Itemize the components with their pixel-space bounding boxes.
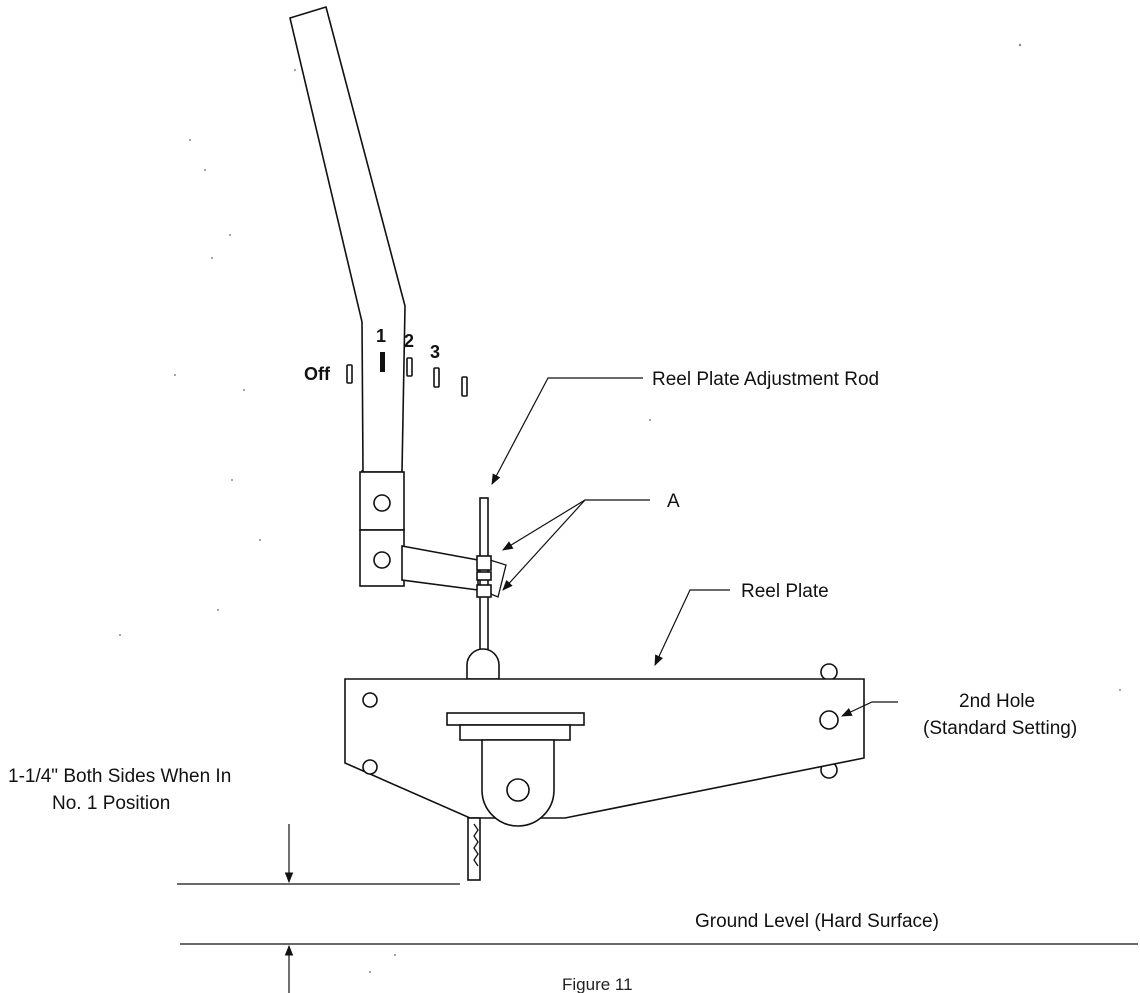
label-clearance-line2: No. 1 Position — [52, 793, 170, 814]
position-label-off: Off — [304, 364, 331, 384]
label-point-a: A — [667, 491, 680, 512]
label-hole-line2: (Standard Setting) — [923, 718, 1077, 739]
scan-noise — [119, 43, 1121, 973]
label-reel-plate: Reel Plate — [741, 581, 829, 602]
plate-hole-second — [819, 710, 839, 730]
position-notches — [346, 352, 468, 397]
roller-bracket — [446, 712, 585, 827]
adjustment-rod — [476, 497, 492, 695]
ground-level: Ground Level (Hard Surface) — [180, 911, 1138, 945]
lever-pivot-hole-lower — [373, 551, 391, 569]
label-clearance-line1: 1-1/4" Both Sides When In — [8, 766, 231, 787]
label-ground-level: Ground Level (Hard Surface) — [695, 911, 939, 932]
callout-reel-plate: Reel Plate — [654, 581, 829, 666]
position-label-1: 1 — [376, 326, 386, 346]
lever-pivot-hole-upper — [373, 494, 391, 512]
label-hole-line1: 2nd Hole — [959, 691, 1035, 712]
rod-jam-nut-bottom — [476, 584, 492, 598]
plate-hole-top-left — [362, 692, 378, 708]
position-label-2: 2 — [404, 331, 414, 351]
callout-a: A — [502, 491, 680, 591]
clearance-dimension: 1-1/4" Both Sides When In No. 1 Position — [8, 766, 460, 993]
reel-plate — [344, 648, 865, 819]
rod-jam-nut-upper — [476, 555, 492, 571]
control-lever — [289, 5, 406, 587]
rod-jam-nut-lower — [476, 571, 492, 581]
figure-caption: Figure 11 — [562, 975, 633, 993]
callout-second-hole: 2nd Hole (Standard Setting) — [841, 691, 1077, 739]
skid-foot — [467, 817, 481, 881]
position-label-3: 3 — [430, 342, 440, 362]
callout-adjustment-rod: Reel Plate Adjustment Rod — [491, 369, 879, 485]
plate-hole-bottom-left — [362, 759, 378, 775]
label-adjustment-rod: Reel Plate Adjustment Rod — [652, 369, 879, 390]
roller-axle-hole — [506, 778, 530, 802]
